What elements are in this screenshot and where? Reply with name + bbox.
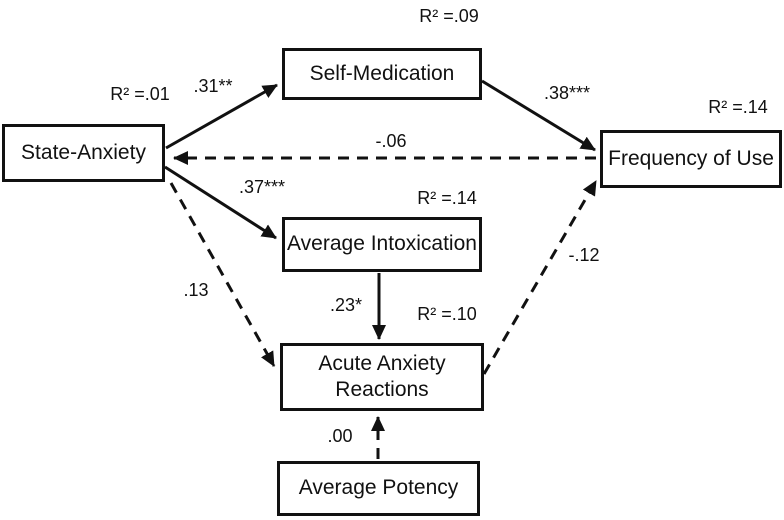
coef-self-medication-to-frequency-of-use: .38*** — [543, 83, 591, 103]
arrow-state-anxiety-to-acute-anxiety-reactions — [169, 182, 276, 367]
node-frequency-of-use: Frequency of Use — [600, 130, 782, 188]
coef-state-anxiety-to-average-intoxication: .37*** — [238, 177, 286, 197]
coef-state-anxiety-to-acute-anxiety-reactions: .13 — [183, 280, 209, 300]
arrow-self-medication-to-frequency-of-use — [481, 79, 596, 152]
r2-label-acute-anxiety-reactions: R² =.10 — [417, 304, 477, 324]
node-acute-anxiety-reactions: Acute Anxiety Reactions — [280, 343, 484, 411]
r2-label-frequency-of-use: R² =.14 — [708, 97, 768, 117]
coef-average-potency-to-acute-anxiety-reactions: .00 — [327, 426, 353, 446]
r2-label-average-intoxication: R² =.14 — [417, 188, 477, 208]
node-state-anxiety: State-Anxiety — [2, 124, 165, 182]
r2-label-self-medication: R² =.09 — [419, 6, 479, 26]
coef-state-anxiety-to-self-medication: .31** — [193, 76, 233, 96]
coef-frequency-of-use-to-state-anxiety: -.06 — [375, 131, 407, 151]
node-average-intoxication: Average Intoxication — [282, 217, 482, 272]
arrow-state-anxiety-to-average-intoxication — [164, 165, 277, 240]
r2-label-state-anxiety: R² =.01 — [110, 84, 170, 104]
node-self-medication: Self-Medication — [282, 48, 482, 100]
arrow-acute-anxiety-reactions-to-frequency-of-use — [482, 180, 598, 375]
node-average-potency: Average Potency — [277, 461, 480, 516]
coef-average-intoxication-to-acute-anxiety-reactions: .23* — [329, 295, 363, 315]
arrow-state-anxiety-to-self-medication — [165, 83, 278, 150]
coef-acute-anxiety-reactions-to-frequency-of-use: -.12 — [568, 245, 600, 265]
